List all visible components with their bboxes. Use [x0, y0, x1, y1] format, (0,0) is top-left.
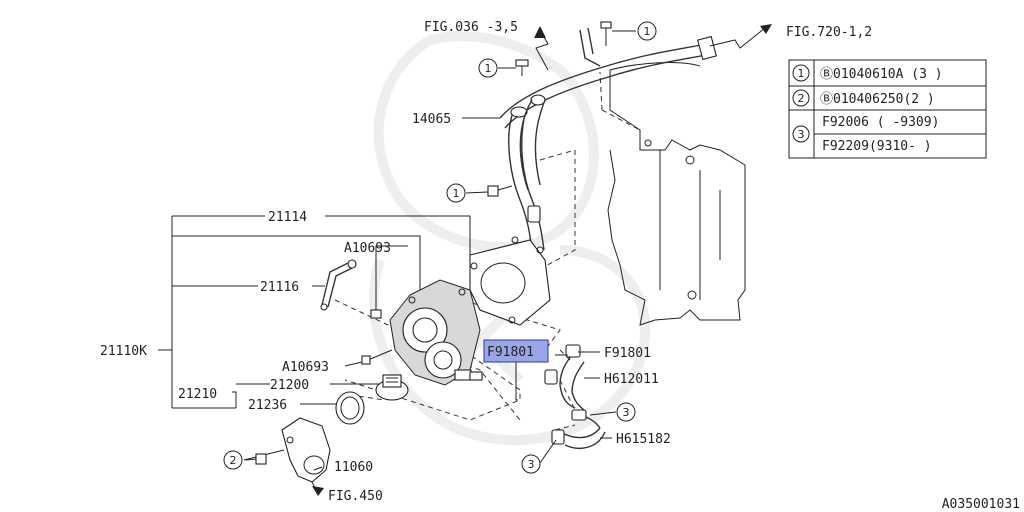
svg-text:1: 1: [485, 62, 492, 75]
svg-text:1: 1: [644, 25, 651, 38]
callout-3-lower: 3: [521, 454, 541, 474]
label-a10693-bottom: A10693: [282, 360, 329, 375]
legend-table: 1 Ⓑ01040610A (3 ) 2 Ⓑ010406250(2 ) 3 F92…: [788, 59, 987, 159]
bolt-a10693-bottom: [361, 349, 393, 365]
svg-text:F92209(9310- ): F92209(9310- ): [822, 139, 932, 154]
legend-row-3: 3 F92006 ( -9309): [792, 115, 939, 143]
legend-row-2: 2 Ⓑ010406250(2 ): [792, 89, 935, 107]
water-pump: [389, 279, 483, 386]
label-21116: 21116: [260, 280, 299, 295]
svg-text:F92006 ( -9309): F92006 ( -9309): [822, 115, 939, 130]
svg-text:2: 2: [798, 92, 805, 105]
bolt-top-left: [515, 59, 529, 76]
fig-ref-720: FIG.720-1,2: [786, 25, 872, 40]
arrow-fig036: [534, 26, 549, 71]
label-21114: 21114: [268, 210, 307, 225]
bolt-mid: [487, 185, 513, 197]
legend-row-1: 1 Ⓑ01040610A (3 ): [792, 64, 943, 82]
label-11060: 11060: [334, 460, 373, 475]
pipe-21116: [320, 259, 357, 311]
hose-h615182: [551, 409, 606, 449]
bolt-a10693-top: [370, 285, 382, 319]
label-21200: 21200: [270, 378, 309, 393]
label-21210: 21210: [178, 387, 217, 402]
hose-h612011: [544, 344, 585, 411]
gasket-21114: [469, 236, 551, 326]
svg-text:2: 2: [230, 454, 237, 467]
bolt-callout-2: [243, 449, 285, 465]
diagram-code: A035001031: [942, 497, 1020, 512]
label-21110k: 21110K: [100, 344, 147, 359]
label-14065: 14065: [412, 112, 451, 127]
svg-text:3: 3: [798, 128, 805, 141]
svg-text:3: 3: [623, 406, 630, 419]
callout-1-mid: 1: [446, 183, 466, 203]
fig-ref-036: FIG.036 -3,5: [424, 20, 518, 35]
leader-lines: [158, 30, 636, 471]
thermostat-21200: [375, 374, 409, 401]
svg-text:Ⓑ01040610A (3 ): Ⓑ01040610A (3 ): [820, 67, 943, 82]
callout-1-top: 1: [637, 21, 657, 41]
label-a10693-top: A10693: [344, 241, 391, 256]
bypass-pipe: [499, 27, 718, 129]
label-21236: 21236: [248, 398, 287, 413]
gasket-21236: [335, 391, 365, 425]
arrow-fig450: [311, 481, 324, 496]
thermostat-cover-11060: [281, 417, 331, 483]
engine-block: [607, 62, 746, 326]
svg-text:1: 1: [453, 187, 460, 200]
label-f91801: F91801: [604, 346, 651, 361]
label-f91801-highlighted: F91801: [487, 345, 534, 360]
label-h612011: H612011: [604, 372, 659, 387]
svg-text:Ⓑ010406250(2 ): Ⓑ010406250(2 ): [820, 92, 935, 107]
bolt-top: [600, 21, 612, 46]
highlight-f91801: [483, 339, 549, 363]
fig-ref-450: FIG.450: [328, 489, 383, 504]
svg-text:1: 1: [798, 67, 805, 80]
arrow-fig720: [709, 24, 772, 49]
svg-text:3: 3: [528, 458, 535, 471]
legend-row-4: F92209(9310- ): [822, 139, 932, 154]
callout-3-upper: 3: [616, 402, 636, 422]
callout-1-left: 1: [478, 58, 498, 78]
label-h615182: H615182: [616, 432, 671, 447]
callout-2: 2: [223, 450, 243, 470]
hose-14065: [508, 94, 546, 251]
